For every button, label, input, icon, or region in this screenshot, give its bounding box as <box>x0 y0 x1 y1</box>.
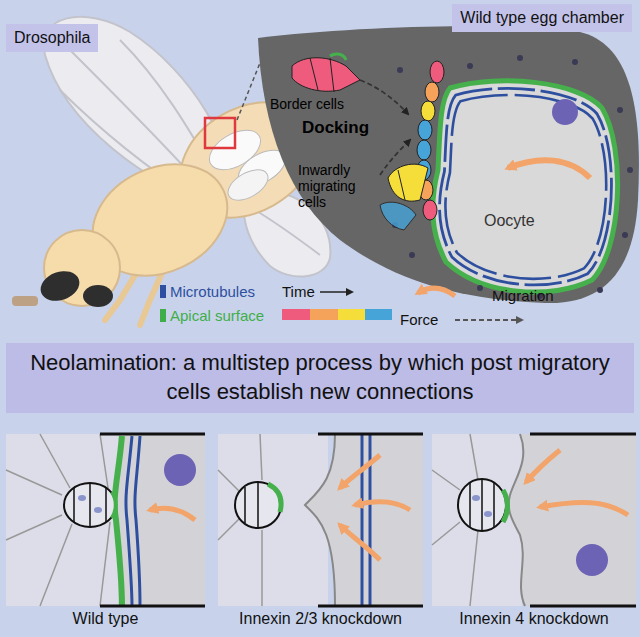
legend-entry: Apical surface <box>160 307 264 324</box>
node-text: Wild type egg chamber <box>460 9 624 26</box>
legend-text: Time <box>282 283 315 300</box>
annotation: Inwardly migrating cells <box>298 162 382 210</box>
legend-entry: Migration <box>492 287 554 304</box>
label-box: Drosophila <box>6 24 98 52</box>
label-box: Wild type egg chamber <box>452 4 632 32</box>
legend-swatch <box>160 285 166 298</box>
region-label: Oocyte <box>484 212 535 230</box>
legend-swatch <box>160 309 166 322</box>
node-text: Innexin 2/3 knockdown <box>218 610 423 628</box>
panel: Wild type <box>6 432 205 632</box>
panel: Innexin 2/3 knockdown <box>218 432 423 632</box>
panel-innexin-23 <box>218 434 423 606</box>
legend-text: Apical surface <box>170 307 264 324</box>
panel-innexin-4 <box>432 434 636 606</box>
node-text: Innexin 4 knockdown <box>432 610 636 628</box>
legend-entry: Microtubules <box>160 283 255 300</box>
legend-text: Microtubules <box>170 283 255 300</box>
node-text: Drosophila <box>14 29 90 46</box>
egg-chamber <box>258 26 639 303</box>
legend-text: Force <box>400 311 438 328</box>
annotation: Border cells <box>270 96 344 112</box>
annotation: Docking <box>302 118 369 138</box>
legend-entry: Time <box>282 283 315 300</box>
title-band: Neolamination: a multistep process by wh… <box>6 343 634 413</box>
border-cells <box>292 54 360 92</box>
legend-entry: Force <box>400 311 438 328</box>
title-text: Neolamination: a multistep process by wh… <box>6 349 634 406</box>
panel: Innexin 4 knockdown <box>432 432 636 632</box>
panel-wild-type <box>6 434 205 606</box>
inward-cells <box>380 164 428 230</box>
node-text: Wild type <box>6 610 205 628</box>
legend-text: Migration <box>492 287 554 304</box>
node-text: Oocyte <box>484 212 535 229</box>
